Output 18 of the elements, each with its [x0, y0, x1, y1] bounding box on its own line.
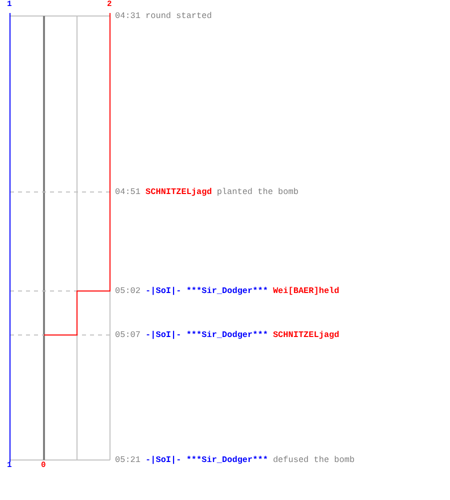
axis-number: 2	[107, 0, 112, 10]
timestamp: 05:07	[115, 330, 141, 340]
player-name: Wei[BAER]held	[272, 286, 340, 296]
timestamp: 05:02	[115, 286, 141, 296]
timestamp: 04:51	[115, 187, 141, 197]
axis-number: 1	[7, 461, 12, 471]
event-text: defused the bomb	[272, 455, 355, 465]
event-text: planted the bomb	[216, 187, 298, 197]
axis-number: 1	[7, 0, 12, 10]
timestamp: 04:31	[115, 11, 141, 21]
event-text: round started	[146, 11, 212, 21]
timestamp: 05:21	[115, 455, 141, 465]
axis-number: 0	[41, 461, 46, 471]
player-name: -|SoI|- ***Sir_Dodger***	[146, 455, 268, 465]
player-name: SCHNITZELjagd	[146, 187, 212, 197]
player-name: SCHNITZELjagd	[272, 330, 340, 340]
player-name: -|SoI|- ***Sir_Dodger***	[146, 330, 268, 340]
player-name: -|SoI|- ***Sir_Dodger***	[146, 286, 268, 296]
